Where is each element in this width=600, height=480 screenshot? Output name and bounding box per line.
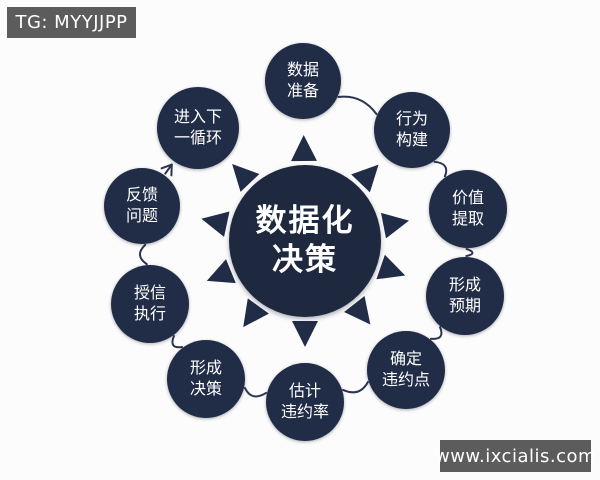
node-label: 反馈 问题 bbox=[125, 185, 158, 225]
node-label: 价值 提取 bbox=[451, 188, 484, 228]
node-decision-formation: 形成 决策 bbox=[167, 340, 245, 418]
node-enter-next-cycle: 进入下 一循环 bbox=[157, 87, 239, 169]
node-feedback-issues: 反馈 问题 bbox=[104, 168, 180, 244]
node-default-rate-estimation: 估计 违约率 bbox=[266, 363, 344, 441]
node-default-point-determination: 确定 违约点 bbox=[367, 331, 445, 409]
node-data-preparation: 数据 准备 bbox=[265, 43, 341, 119]
node-value-extraction: 价值 提取 bbox=[429, 170, 507, 248]
node-label: 确定 违约点 bbox=[381, 349, 430, 389]
center-node: 数据化 决策 bbox=[229, 165, 381, 317]
node-label: 进入下 一循环 bbox=[173, 107, 222, 147]
telegram-watermark-badge: TG: MYYJJPP bbox=[7, 7, 136, 38]
node-label: 行为 构建 bbox=[395, 109, 428, 149]
node-expectation-formation: 形成 预期 bbox=[426, 257, 504, 335]
node-label: 数据 准备 bbox=[286, 60, 319, 100]
node-behavior-construction: 行为 构建 bbox=[374, 92, 450, 168]
node-label: 授信 执行 bbox=[133, 283, 166, 323]
website-watermark-badge: www.ixcialis.com bbox=[435, 440, 596, 472]
node-credit-execution: 授信 执行 bbox=[111, 265, 189, 343]
node-label: 形成 预期 bbox=[448, 275, 481, 315]
node-label: 估计 违约率 bbox=[280, 381, 329, 421]
center-node-label: 数据化 决策 bbox=[255, 203, 355, 278]
node-label: 形成 决策 bbox=[189, 358, 222, 398]
